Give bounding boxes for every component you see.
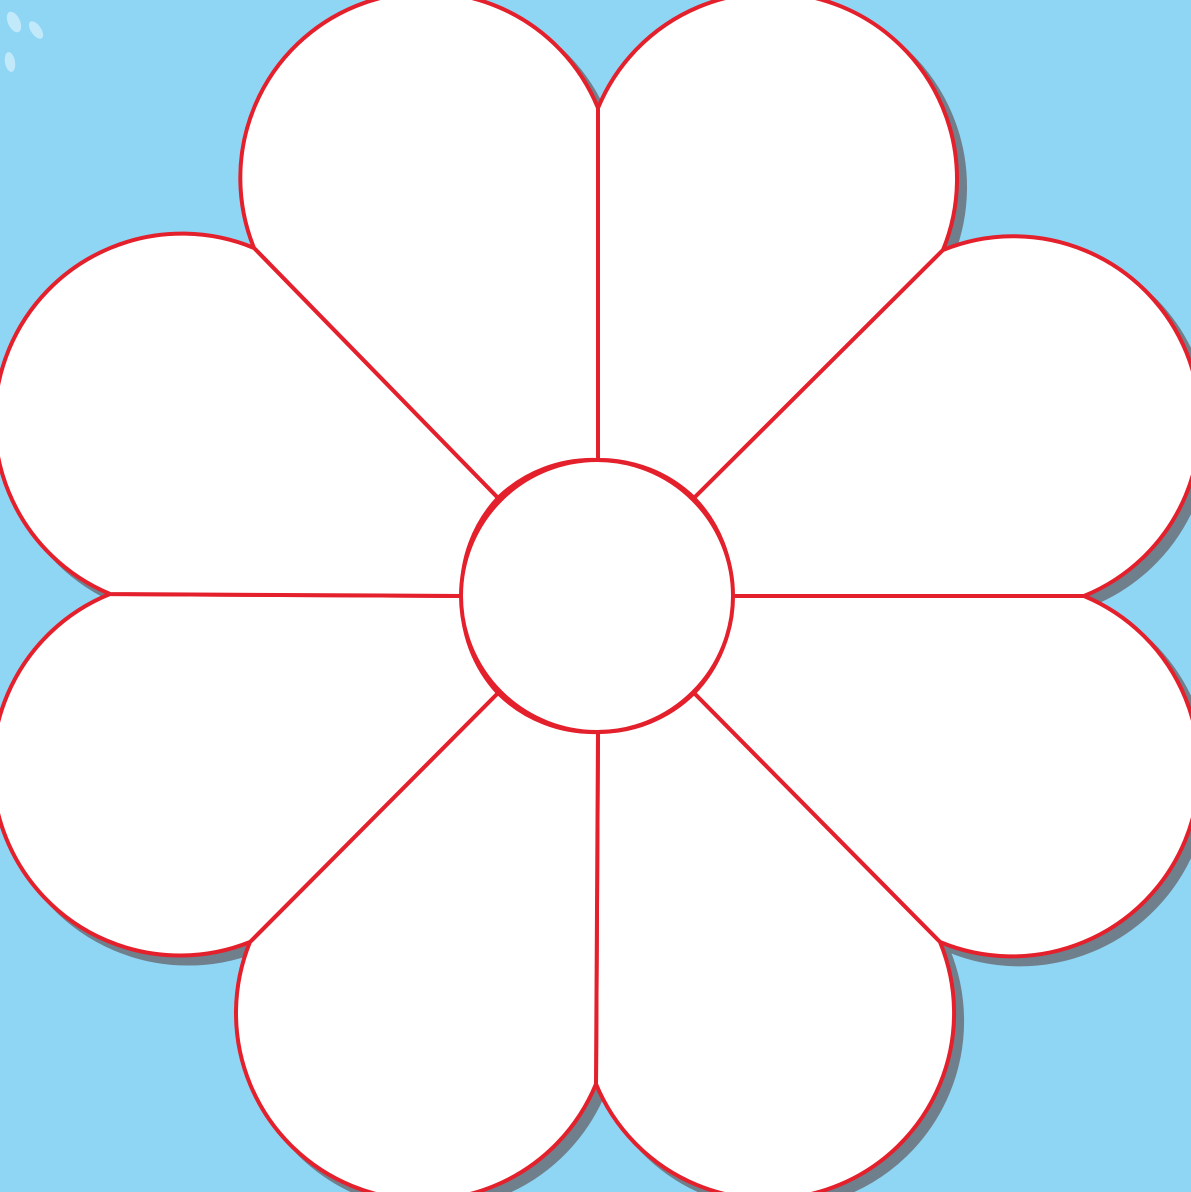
corner-decoration	[3, 9, 45, 72]
flower-center-circle	[461, 460, 733, 732]
